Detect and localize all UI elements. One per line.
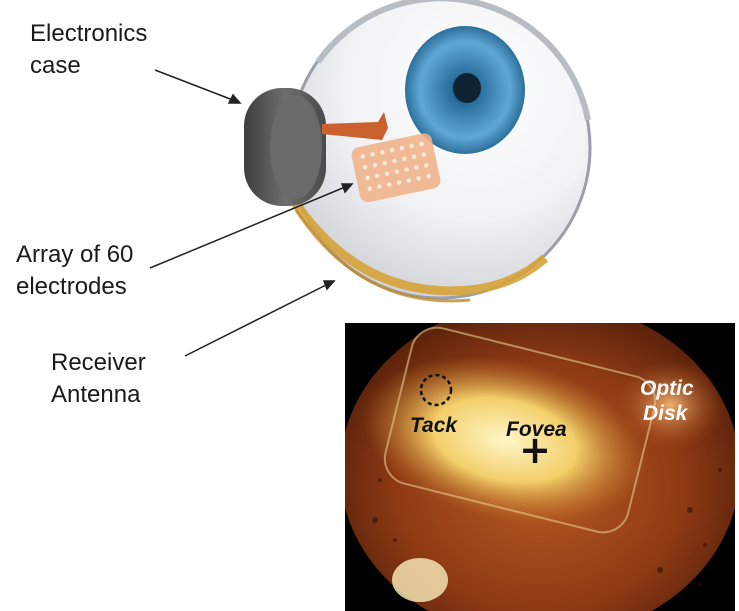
tack-label: Tack bbox=[410, 414, 458, 437]
pupil bbox=[453, 73, 481, 103]
fundus-photo: Tack Fovea + Optic Disk bbox=[340, 300, 739, 611]
optic-disk-label-line2: Disk bbox=[643, 402, 689, 425]
electronics-case-face bbox=[270, 95, 322, 199]
pointer-electronics-case bbox=[155, 70, 238, 102]
arrowhead-electronics-case bbox=[229, 95, 240, 103]
optic-disk-label-line1: Optic bbox=[640, 377, 694, 400]
fovea-marker: + bbox=[519, 428, 551, 472]
arrowhead-receiver-antenna bbox=[324, 281, 334, 289]
eye-illustration bbox=[244, 0, 590, 301]
pointer-receiver-antenna bbox=[185, 282, 332, 356]
lower-reflection bbox=[392, 558, 448, 602]
